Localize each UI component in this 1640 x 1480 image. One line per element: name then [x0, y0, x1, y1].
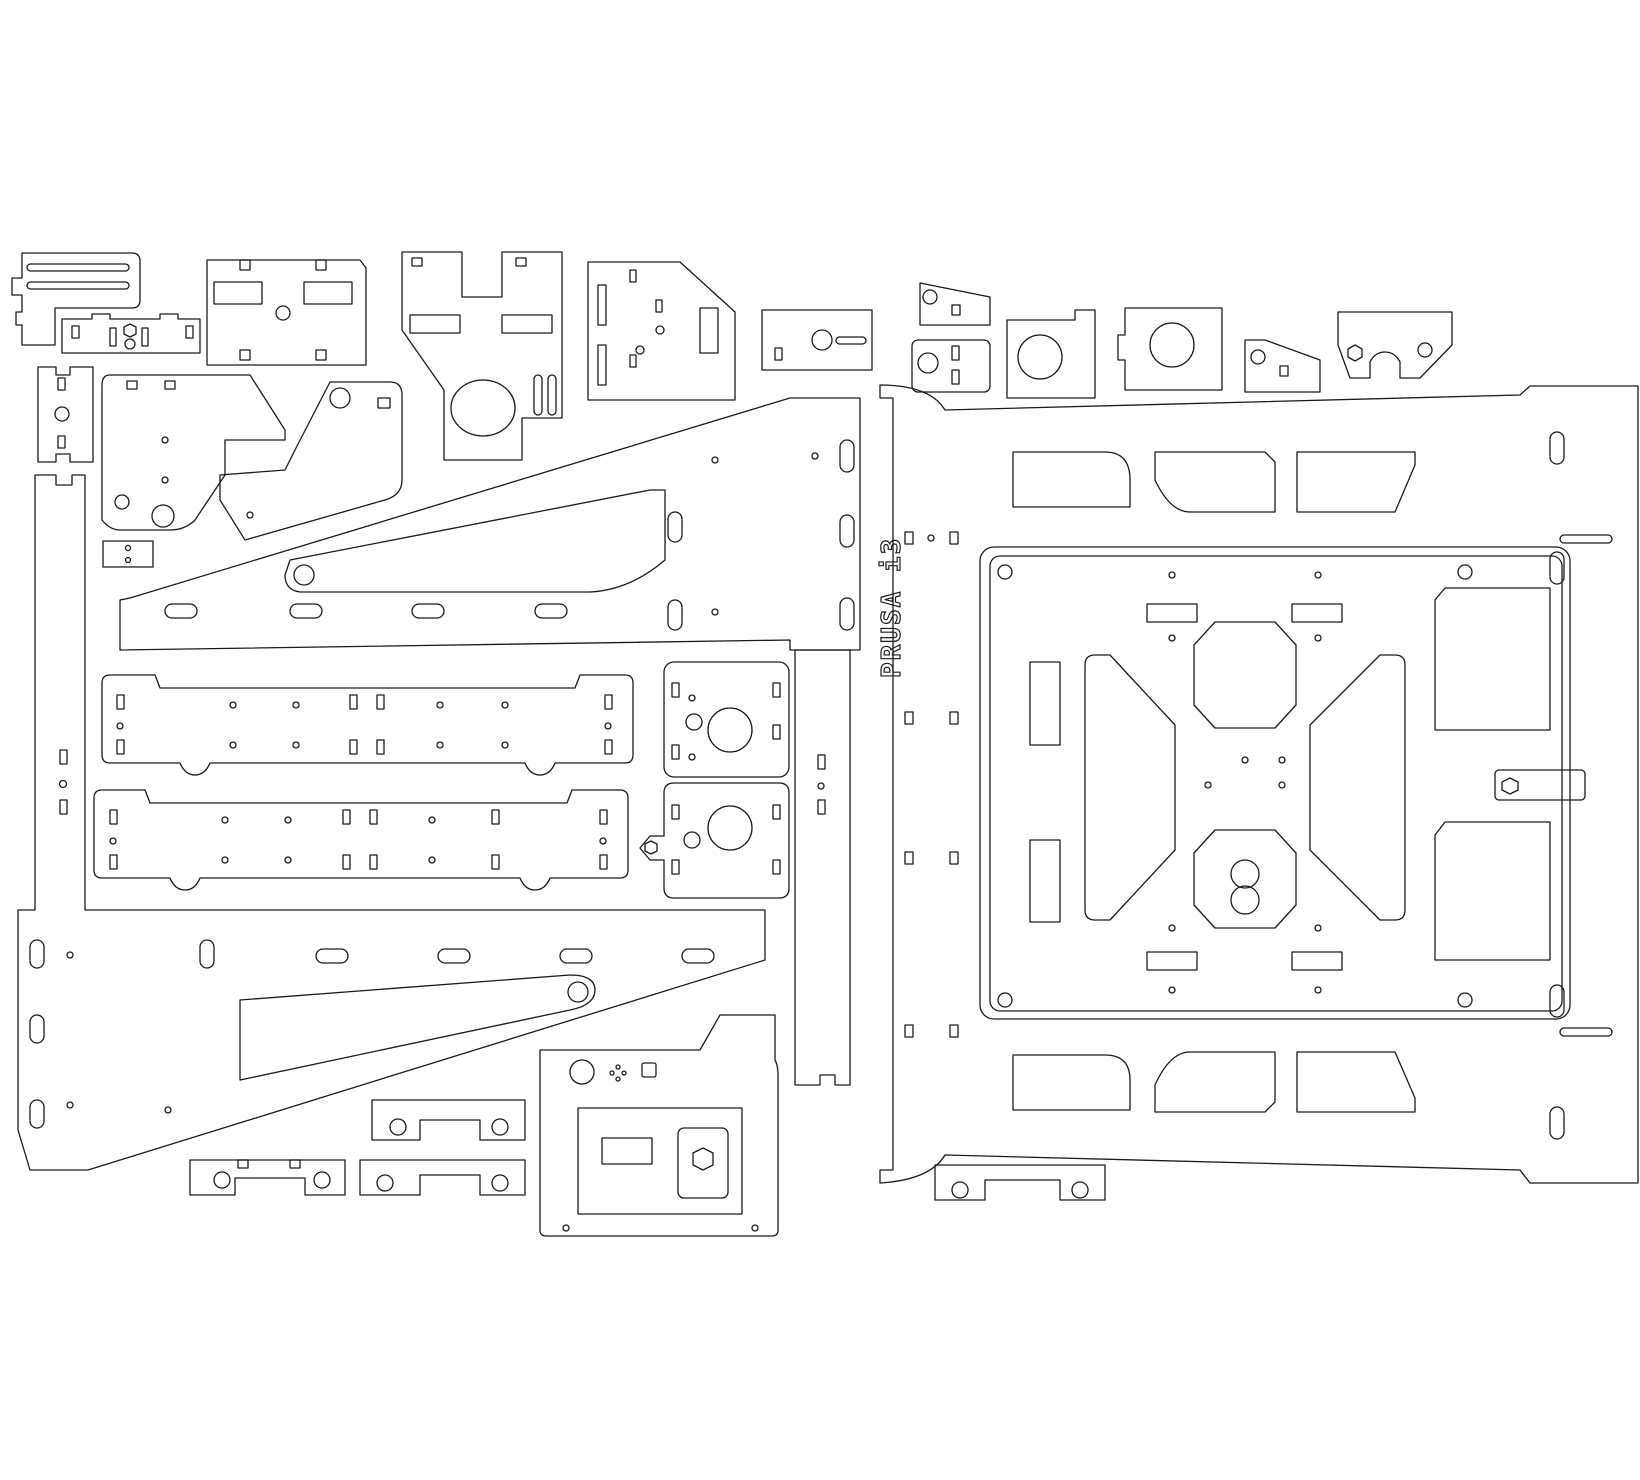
part-motor-mount-b	[1117, 307, 1223, 391]
part-bottom-bracket-a	[189, 1159, 346, 1196]
part-motor-mount-a	[1006, 309, 1096, 399]
part-y-side-left	[17, 474, 766, 1171]
part-lcd-panel	[539, 1014, 779, 1237]
part-endstop-b	[911, 339, 991, 393]
part-left-post	[37, 366, 94, 463]
part-z-motor-plate-b	[639, 782, 790, 899]
part-motor-plate-a	[206, 259, 367, 366]
part-z-top	[761, 309, 873, 371]
part-long-bar-a	[101, 674, 634, 776]
part-y-side-upper	[119, 397, 861, 651]
part-endstop-a	[919, 282, 991, 326]
part-main-frame	[879, 384, 1639, 1184]
part-y-corner	[1337, 311, 1453, 379]
part-endstop-c	[1244, 339, 1321, 393]
logo-text: PRUSA i3	[877, 537, 907, 678]
part-bottom-bracket-b	[371, 1099, 526, 1141]
part-x-end-plate	[401, 251, 563, 461]
part-z-motor-plate-a	[663, 661, 790, 778]
part-bottom-bracket-d	[934, 1164, 1106, 1201]
part-belt-tensioner	[11, 252, 141, 346]
part-x-carriage	[587, 261, 736, 401]
part-small-rect	[102, 540, 154, 568]
prusa-logo: PRUSA i3	[876, 536, 907, 678]
part-long-bar-b	[93, 789, 629, 891]
part-bottom-bracket-c	[359, 1159, 526, 1196]
part-frame-vertical	[794, 649, 851, 1086]
part-left-l-plate	[101, 374, 286, 531]
part-slanted-plate	[219, 381, 403, 541]
part-hex-bracket	[61, 313, 201, 354]
